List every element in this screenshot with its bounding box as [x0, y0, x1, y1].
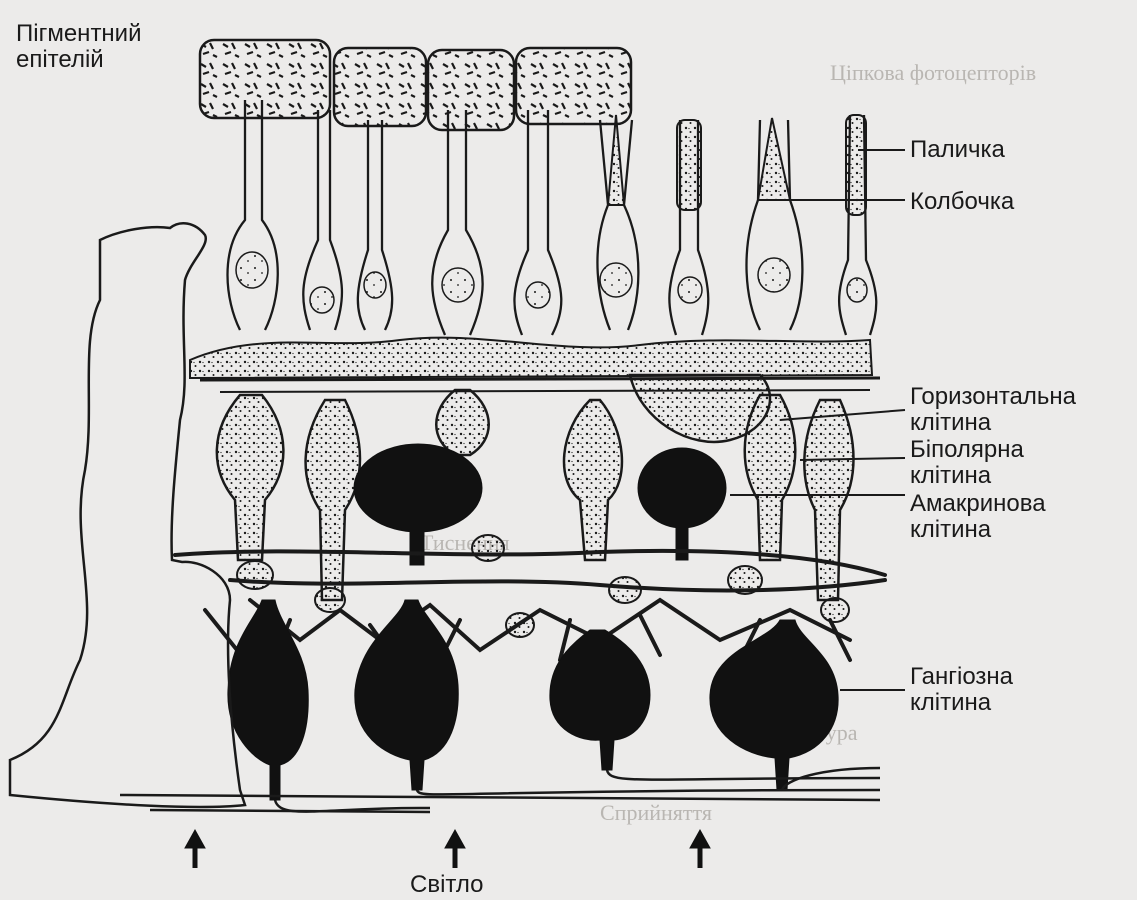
label-pigment-epithelium-line2: епітелій: [16, 48, 142, 72]
label-amacrine-cell-line1: Амакринова: [910, 492, 1046, 516]
label-ganglion-cell: Гангіозна клітина: [910, 665, 1013, 715]
outer-plexiform-layer: [190, 338, 872, 378]
label-cone: Колбочка: [910, 190, 1014, 214]
label-rod: Паличка: [910, 138, 1005, 162]
light-arrows: [185, 830, 710, 868]
label-horizontal-cell-line2: клітина: [910, 411, 1076, 435]
label-pigment-epithelium-line1: Пігментний: [16, 22, 142, 46]
label-bipolar-cell-line2: клітина: [910, 464, 1024, 488]
light-arrow-2-icon: [445, 830, 465, 868]
label-horizontal-cell-line1: Горизонтальна: [910, 385, 1076, 409]
light-arrow-1-icon: [185, 830, 205, 868]
label-bipolar-cell: Біполярна клітина: [910, 438, 1024, 488]
label-amacrine-cell-line2: клітина: [910, 518, 1046, 542]
label-ganglion-cell-line1: Гангіозна: [910, 665, 1013, 689]
light-arrow-3-icon: [690, 830, 710, 868]
muller-cell: [10, 223, 245, 807]
label-amacrine-cell: Амакринова клітина: [910, 492, 1046, 542]
label-horizontal-cell: Горизонтальна клітина: [910, 385, 1076, 435]
label-light: Світло: [410, 873, 484, 897]
label-pigment-epithelium: Пігментний епітелій: [16, 22, 142, 72]
pigment-epithelium: [200, 40, 631, 130]
label-bipolar-cell-line1: Біполярна: [910, 438, 1024, 462]
amacrine-cells: [354, 444, 726, 565]
label-ganglion-cell-line2: клітина: [910, 691, 1013, 715]
